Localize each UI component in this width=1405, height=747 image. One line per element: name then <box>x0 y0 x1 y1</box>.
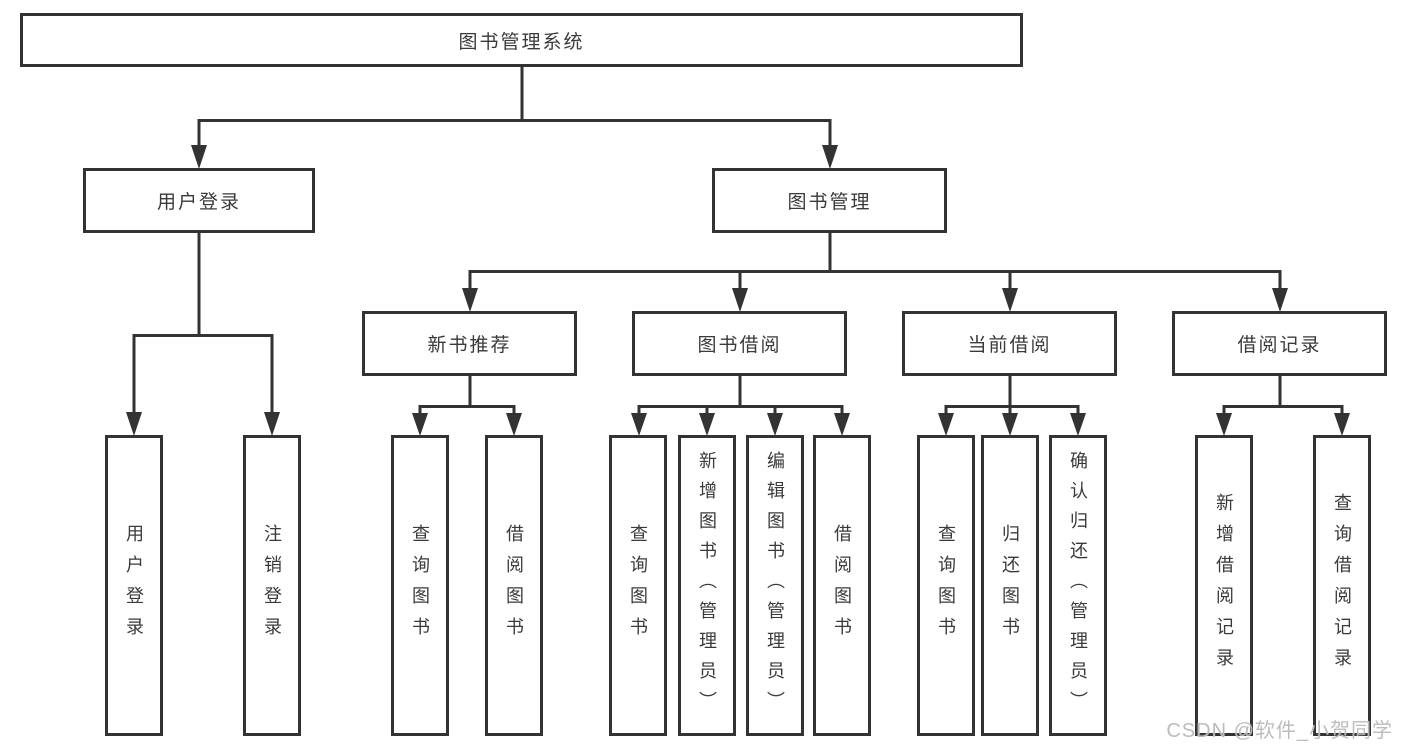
arrow-down-icon <box>699 413 715 436</box>
node-book-borrow-label: 图书借阅 <box>697 335 782 356</box>
node-user-login: 用户登录 <box>83 168 315 233</box>
leaf-add-books-admin-label: 新增图书（管理员） <box>697 450 717 721</box>
connector-root-to-level2 <box>191 66 838 169</box>
leaf-add-borrow-record-label: 新增借阅记录 <box>1214 492 1234 679</box>
leaf-user-login-label: 用户登录 <box>124 523 144 648</box>
node-current-borrow: 当前借阅 <box>902 311 1117 376</box>
node-user-login-label: 用户登录 <box>156 192 241 213</box>
leaf-borrow-books: 借阅图书 <box>813 435 871 736</box>
leaf-query-borrow-record-label: 查询借阅记录 <box>1332 492 1352 679</box>
connector-book-mgmt-to-level3 <box>462 233 1288 312</box>
leaf-add-borrow-record: 新增借阅记录 <box>1195 435 1253 736</box>
leaf-return-books: 归还图书 <box>981 435 1039 736</box>
node-root-label: 图书管理系统 <box>458 31 585 53</box>
node-new-book-rec-label: 新书推荐 <box>427 335 512 356</box>
csdn-watermark: CSDN @软件_小贺同学 <box>1166 720 1393 742</box>
node-new-book-rec: 新书推荐 <box>362 311 577 376</box>
arrow-down-icon <box>631 413 647 436</box>
arrow-down-icon <box>767 413 783 436</box>
arrow-down-icon <box>412 413 428 436</box>
leaf-rec-borrow-books-label: 借阅图书 <box>504 523 524 648</box>
arrow-down-icon <box>732 288 748 312</box>
leaf-borrow-query-books: 查询图书 <box>609 435 667 736</box>
arrow-down-icon <box>834 413 850 436</box>
node-book-borrow: 图书借阅 <box>632 311 847 376</box>
leaf-confirm-return-admin-label: 确认归还（管理员） <box>1068 450 1088 721</box>
node-current-borrow-label: 当前借阅 <box>967 335 1052 356</box>
connector-borrow-records-to-children <box>1216 375 1350 436</box>
leaf-logout: 注销登录 <box>243 435 301 736</box>
node-borrow-records-label: 借阅记录 <box>1237 335 1322 356</box>
leaf-current-query-books-label: 查询图书 <box>936 523 956 648</box>
connector-new-book-rec-to-children <box>412 375 522 436</box>
leaf-rec-query-books: 查询图书 <box>391 435 449 736</box>
connector-book-borrow-to-children <box>631 375 850 436</box>
node-book-mgmt-label: 图书管理 <box>787 192 872 213</box>
arrow-down-icon <box>1216 413 1232 436</box>
connector-current-borrow-to-children <box>938 375 1086 436</box>
leaf-add-books-admin: 新增图书（管理员） <box>678 435 736 736</box>
arrow-down-icon <box>462 288 478 312</box>
leaf-confirm-return-admin: 确认归还（管理员） <box>1049 435 1107 736</box>
leaf-edit-books-admin-label: 编辑图书（管理员） <box>765 450 785 721</box>
arrow-down-icon <box>1002 413 1018 436</box>
arrow-down-icon <box>191 145 207 169</box>
connector-user-login-to-children <box>126 232 280 436</box>
arrow-down-icon <box>126 412 142 436</box>
leaf-borrow-query-books-label: 查询图书 <box>628 523 648 648</box>
leaf-current-query-books: 查询图书 <box>917 435 975 736</box>
node-book-mgmt: 图书管理 <box>712 168 947 233</box>
arrow-down-icon <box>264 412 280 436</box>
arrow-down-icon <box>1070 413 1086 436</box>
arrow-down-icon <box>822 145 838 169</box>
leaf-borrow-books-label: 借阅图书 <box>832 523 852 648</box>
node-borrow-records: 借阅记录 <box>1172 311 1387 376</box>
leaf-query-borrow-record: 查询借阅记录 <box>1313 435 1371 736</box>
leaf-edit-books-admin: 编辑图书（管理员） <box>746 435 804 736</box>
leaf-return-books-label: 归还图书 <box>1000 523 1020 648</box>
arrow-down-icon <box>1272 288 1288 312</box>
leaf-user-login: 用户登录 <box>105 435 163 736</box>
node-root: 图书管理系统 <box>20 13 1023 67</box>
arrow-down-icon <box>506 413 522 436</box>
leaf-rec-borrow-books: 借阅图书 <box>485 435 543 736</box>
arrow-down-icon <box>938 413 954 436</box>
leaf-rec-query-books-label: 查询图书 <box>410 523 430 648</box>
arrow-down-icon <box>1334 413 1350 436</box>
arrow-down-icon <box>1002 288 1018 312</box>
leaf-logout-label: 注销登录 <box>262 523 282 648</box>
